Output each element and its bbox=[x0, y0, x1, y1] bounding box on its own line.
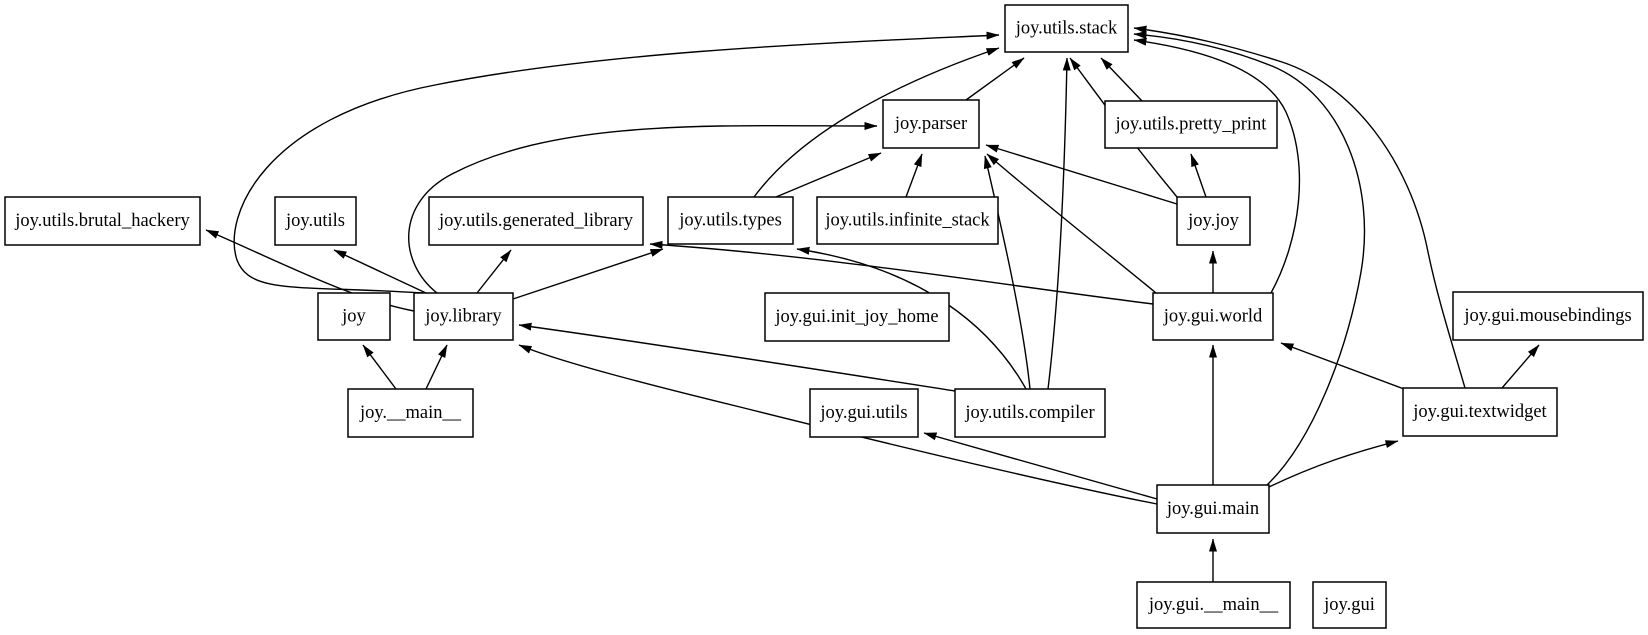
node-box bbox=[1104, 100, 1278, 149]
node-joy.utils: joy.utils bbox=[274, 196, 357, 246]
node-joy.utils.pretty_print: joy.utils.pretty_print bbox=[1104, 100, 1278, 149]
node-box bbox=[347, 388, 474, 438]
node-box bbox=[317, 292, 391, 341]
node-joy.utils.compiler: joy.utils.compiler bbox=[954, 388, 1106, 438]
node-joy.gui.__main__: joy.gui.__main__ bbox=[1136, 581, 1291, 629]
node-box bbox=[667, 196, 794, 245]
edge-joy.__main__->joy.library bbox=[425, 344, 448, 390]
edge-joy.library->joy.utils.types bbox=[512, 248, 664, 300]
node-box bbox=[1136, 581, 1291, 629]
node-box bbox=[816, 196, 999, 245]
node-label: joy.gui.main bbox=[1166, 499, 1259, 519]
node-label: joy.gui.world bbox=[1163, 307, 1263, 327]
node-joy.gui.init_joy_home: joy.gui.init_joy_home bbox=[764, 292, 950, 342]
node-label: joy.__main__ bbox=[359, 403, 462, 423]
node-label: joy.utils.brutal_hackery bbox=[14, 211, 190, 231]
node-box bbox=[4, 196, 201, 246]
node-box bbox=[1176, 196, 1251, 246]
edge-joy.joy->joy.parser bbox=[985, 144, 1178, 205]
node-label: joy.gui.mousebindings bbox=[1463, 306, 1631, 326]
edge-joy.gui.main->joy.gui.utils bbox=[923, 432, 1158, 500]
edge-joy.utils.pretty_print->joy.utils.stack bbox=[1100, 57, 1143, 102]
node-box bbox=[1312, 581, 1387, 629]
node-label: joy.gui bbox=[1323, 595, 1375, 615]
edge-joy.gui.world->joy.utils.stack bbox=[1133, 37, 1301, 294]
node-box bbox=[764, 292, 950, 342]
node-box bbox=[413, 292, 514, 341]
node-joy.parser: joy.parser bbox=[882, 99, 980, 149]
node-joy.gui.textwidget: joy.gui.textwidget bbox=[1402, 387, 1558, 437]
node-joy: joy bbox=[317, 292, 391, 341]
node-label: joy.utils.infinite_stack bbox=[824, 211, 990, 231]
node-joy.gui.world: joy.gui.world bbox=[1152, 292, 1274, 341]
node-box bbox=[809, 388, 919, 438]
edge-joy.gui.world->joy.utils.generated_library bbox=[649, 240, 1154, 305]
node-box bbox=[1402, 387, 1558, 437]
node-box bbox=[1452, 291, 1644, 341]
edge-joy.gui.main->joy.utils.stack bbox=[1133, 31, 1366, 486]
node-layer: joy.utils.stack joy.parser joy.utils.prett… bbox=[4, 4, 1644, 629]
edge-joy.utils.compiler->joy.utils.stack bbox=[1047, 57, 1071, 390]
edge-joy.library->joy.utils.stack bbox=[233, 31, 1000, 294]
edge-joy.parser->joy.utils.stack bbox=[965, 57, 1025, 101]
edge-joy.gui.textwidget->joy.gui.world bbox=[1280, 342, 1405, 390]
edge-joy.joy->joy.utils.pretty_print bbox=[1190, 153, 1207, 198]
edge-joy.__main__->joy bbox=[362, 344, 397, 390]
node-label: joy.utils.stack bbox=[1015, 19, 1118, 39]
node-box bbox=[274, 196, 357, 246]
edge-joy.library->joy.parser bbox=[408, 121, 878, 294]
node-label: joy.utils.types bbox=[678, 211, 782, 231]
node-label: joy.gui.textwidget bbox=[1412, 402, 1547, 422]
edge-joy.gui.main->joy.library bbox=[518, 344, 1158, 505]
edge-joy.utils.types->joy.utils.stack bbox=[753, 47, 1000, 198]
node-label: joy.gui.__main__ bbox=[1148, 595, 1279, 615]
node-box bbox=[1156, 484, 1270, 534]
node-label: joy.parser bbox=[894, 114, 967, 134]
node-label: joy.gui.init_joy_home bbox=[774, 307, 938, 327]
node-label: joy.utils.generated_library bbox=[438, 211, 634, 231]
node-joy.gui.utils: joy.gui.utils bbox=[809, 388, 919, 438]
node-box bbox=[1004, 4, 1129, 53]
node-joy.utils.types: joy.utils.types bbox=[667, 196, 794, 245]
node-box bbox=[882, 99, 980, 149]
edge-joy.gui.textwidget->joy.utils.stack bbox=[1133, 25, 1466, 389]
edge-joy.library->joy.utils.generated_library bbox=[476, 249, 512, 294]
node-joy.utils.generated_library: joy.utils.generated_library bbox=[428, 196, 644, 246]
node-label: joy.library bbox=[424, 307, 502, 327]
node-joy.gui.main: joy.gui.main bbox=[1156, 484, 1270, 534]
edge-joy.utils.compiler->joy.parser bbox=[983, 155, 1031, 390]
node-joy.gui.mousebindings: joy.gui.mousebindings bbox=[1452, 291, 1644, 341]
node-label: joy.utils bbox=[285, 211, 345, 231]
node-joy.utils.infinite_stack: joy.utils.infinite_stack bbox=[816, 196, 999, 245]
node-label: joy.gui.utils bbox=[819, 403, 907, 423]
node-joy.gui: joy.gui bbox=[1312, 581, 1387, 629]
edge-joy.gui.main->joy.gui.textwidget bbox=[1268, 440, 1399, 488]
edge-joy.utils.infinite_stack->joy.parser bbox=[905, 153, 923, 198]
edge-joy.utils.compiler->joy.library bbox=[518, 322, 956, 392]
node-box bbox=[1152, 292, 1274, 341]
node-label: joy.utils.compiler bbox=[964, 403, 1094, 423]
node-joy.utils.brutal_hackery: joy.utils.brutal_hackery bbox=[4, 196, 201, 246]
node-box bbox=[954, 388, 1106, 438]
node-joy.__main__: joy.__main__ bbox=[347, 388, 474, 438]
node-label: joy.utils.pretty_print bbox=[1115, 115, 1268, 135]
node-joy.library: joy.library bbox=[413, 292, 514, 341]
edge-joy.library->joy.utils bbox=[333, 249, 427, 294]
node-label: joy.joy bbox=[1187, 211, 1239, 231]
node-joy.joy: joy.joy bbox=[1176, 196, 1251, 246]
node-label: joy bbox=[341, 307, 366, 327]
node-joy.utils.stack: joy.utils.stack bbox=[1004, 4, 1129, 53]
node-box bbox=[428, 196, 644, 246]
edge-joy.gui.world->joy.parser bbox=[986, 153, 1157, 294]
edge-joy.utils.types->joy.parser bbox=[775, 152, 882, 198]
edge-joy.gui.textwidget->joy.gui.mousebindings bbox=[1501, 344, 1540, 389]
